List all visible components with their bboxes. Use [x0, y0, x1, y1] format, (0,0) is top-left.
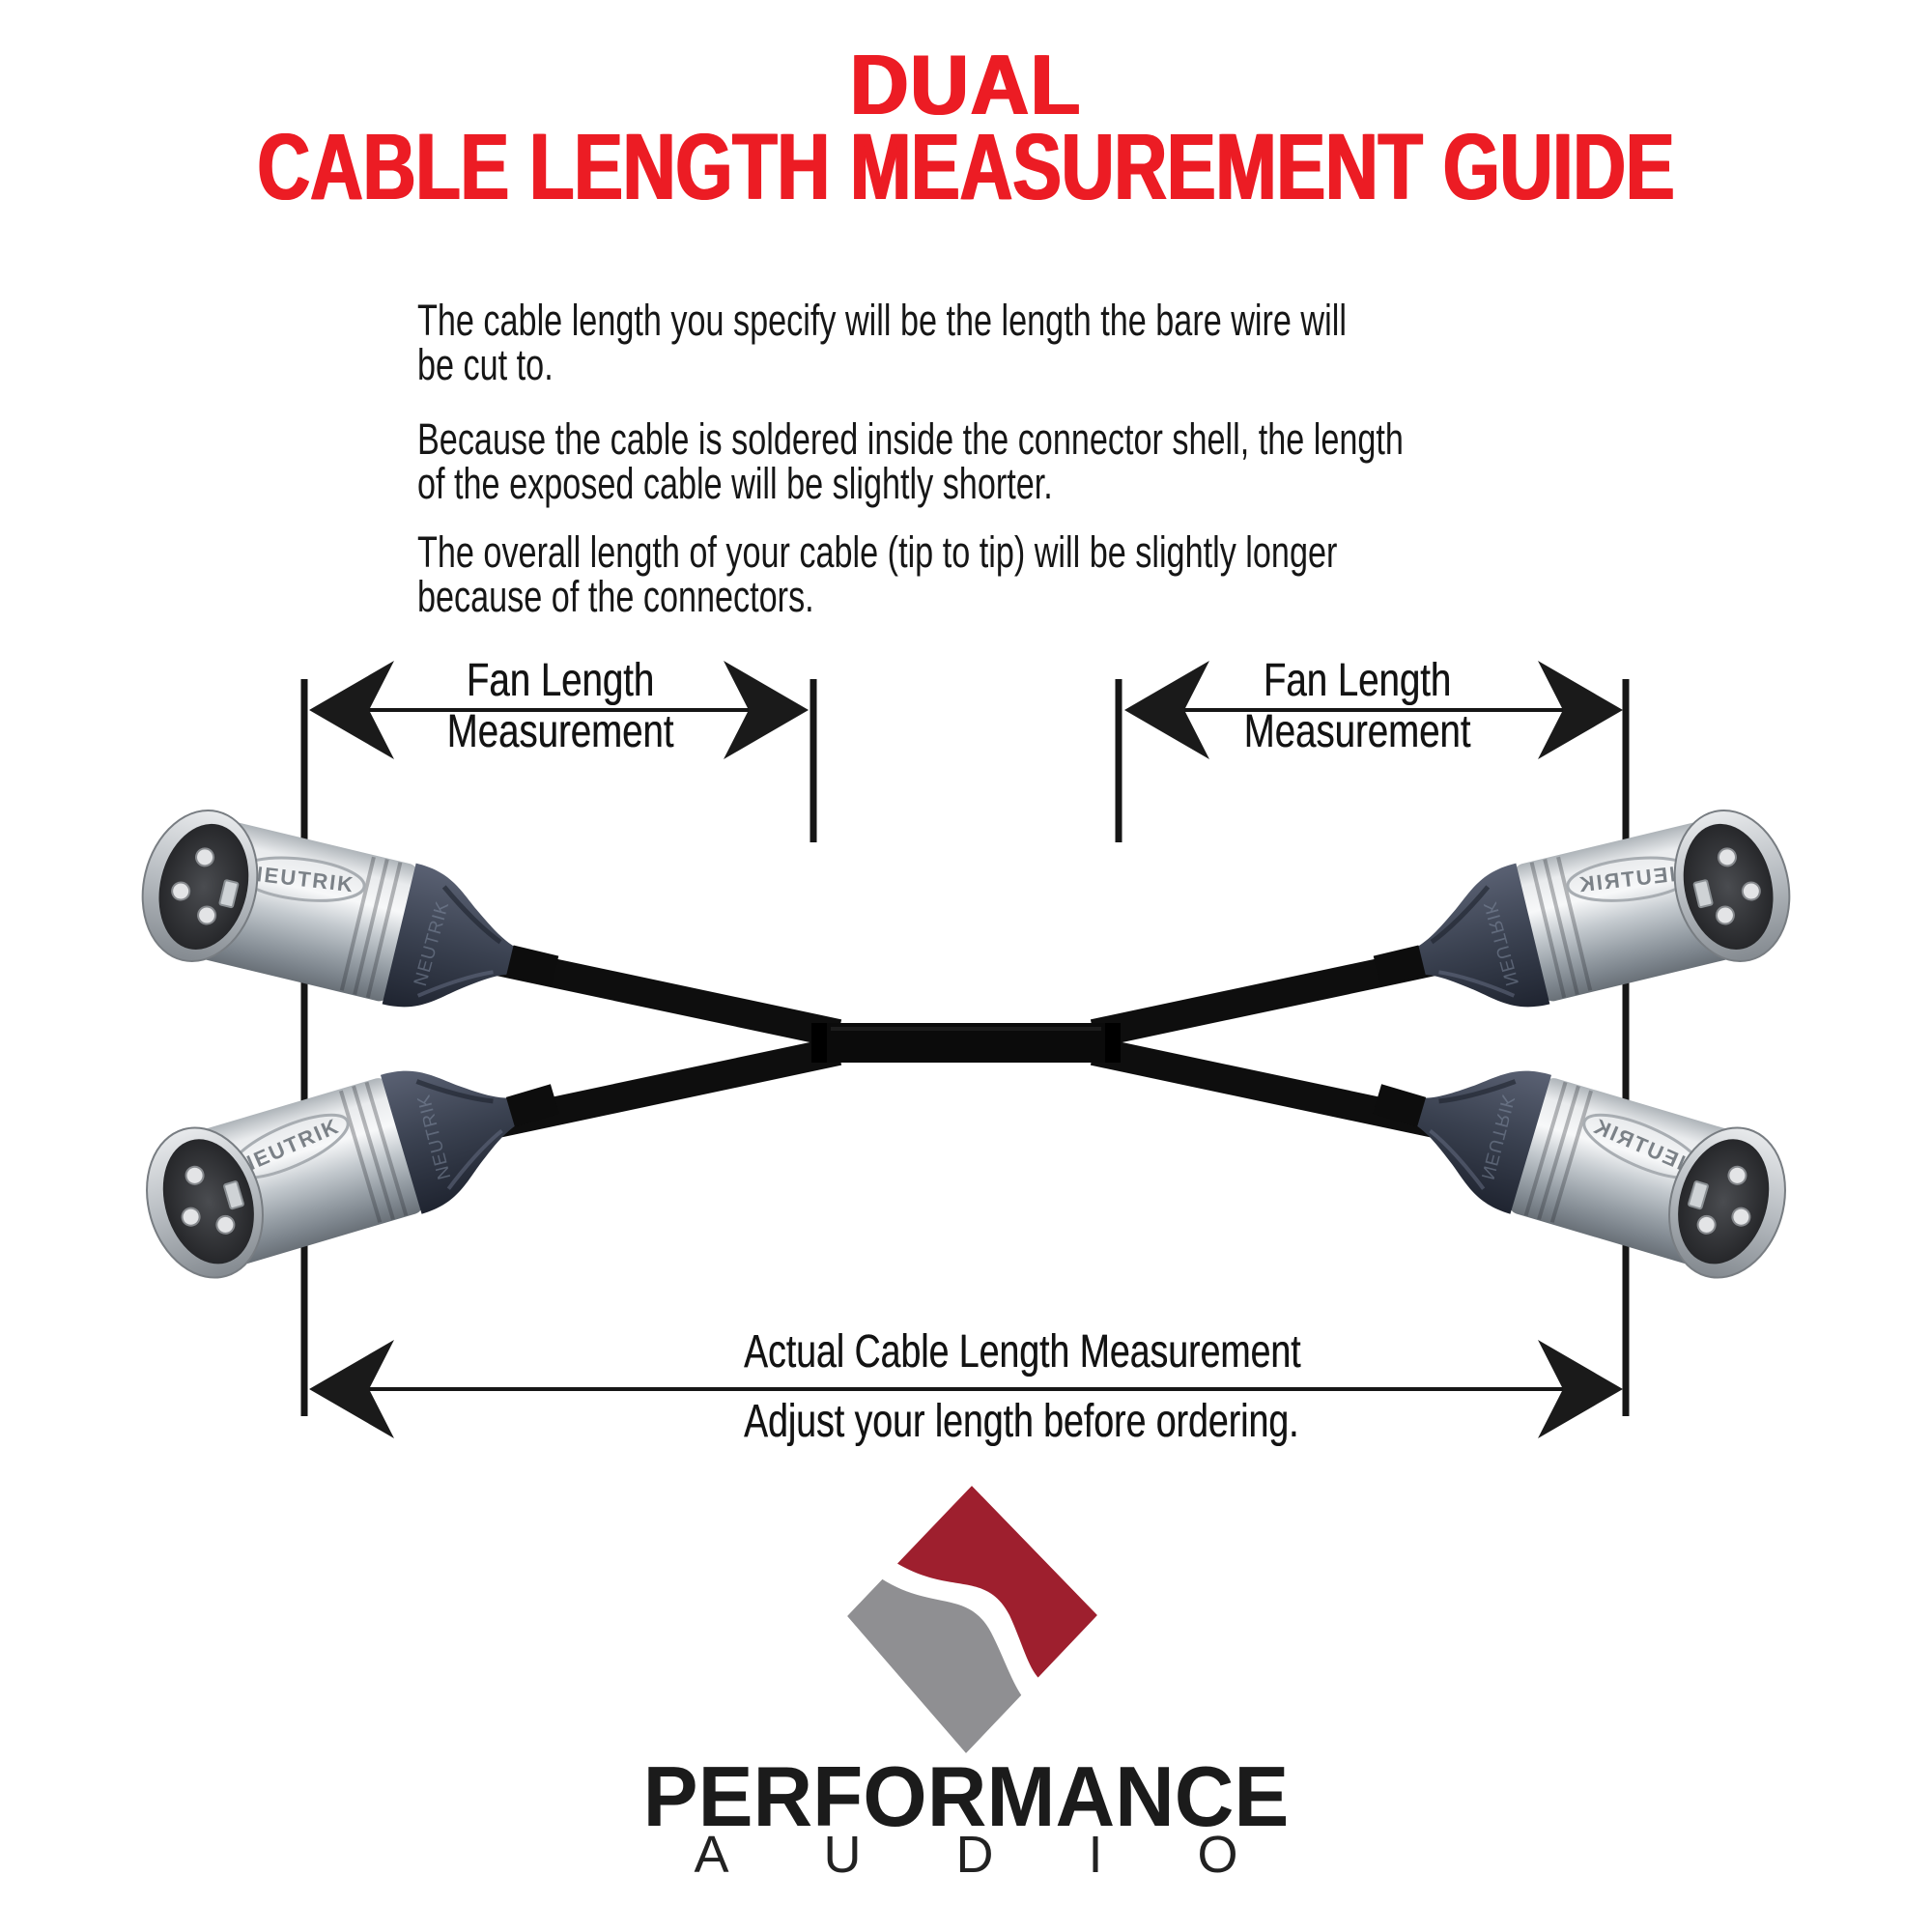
- fan-right-arrowhead-right: [1538, 661, 1623, 759]
- paragraph-line: Because the cable is soldered inside the…: [417, 414, 1404, 464]
- fan-right-label-bottom: Measurement: [1243, 706, 1471, 757]
- intro-paragraph-1: The cable length you specify will be the…: [417, 298, 1347, 387]
- intro-paragraph-3: The overall length of your cable (tip to…: [417, 530, 1337, 619]
- actual-length-label-bottom: Adjust your length before ordering.: [744, 1396, 1299, 1447]
- logo-gray-wave: [847, 1578, 1022, 1753]
- paragraph-line: be cut to.: [417, 340, 554, 389]
- intro-paragraph-2: Because the cable is soldered inside the…: [417, 417, 1404, 506]
- paragraph-line: The cable length you specify will be the…: [417, 296, 1347, 345]
- performance-audio-logo-mark: [847, 1486, 1097, 1753]
- page-title-line1: DUAL: [850, 37, 1082, 132]
- fan-left-label-top: Fan Length: [466, 655, 655, 706]
- paragraph-line: because of the connectors.: [417, 572, 814, 621]
- logo-wordmark-audio: AUDIO: [694, 1826, 1333, 1884]
- paragraph-line: The overall length of your cable (tip to…: [417, 527, 1338, 577]
- xlr-connector-bottom-left: [129, 1026, 577, 1292]
- actual-arrowhead-right: [1538, 1340, 1623, 1438]
- actual-length-label-top: Actual Cable Length Measurement: [744, 1326, 1301, 1378]
- cable-junction: [811, 1023, 1121, 1063]
- page-title-line2: CABLE LENGTH MEASUREMENT GUIDE: [257, 114, 1675, 219]
- actual-arrowhead-left: [309, 1340, 394, 1438]
- fan-right-arrowhead-left: [1124, 661, 1209, 759]
- fan-left-arrowhead-right: [724, 661, 809, 759]
- measurement-lines: [300, 679, 1630, 1416]
- fan-left-label-bottom: Measurement: [446, 706, 674, 757]
- xlr-connector-top-right: [1359, 799, 1804, 1045]
- logo-wordmark-performance: PERFORMANCE: [642, 1748, 1290, 1844]
- xlr-connector-top-left: [128, 799, 573, 1045]
- logo-red-wave: [896, 1486, 1097, 1679]
- paragraph-line: of the exposed cable will be slightly sh…: [417, 459, 1053, 508]
- arrowheads: [309, 661, 1623, 1438]
- fan-right-label-top: Fan Length: [1263, 655, 1452, 706]
- fan-left-arrowhead-left: [309, 661, 394, 759]
- xlr-connector-bottom-right: [1355, 1026, 1803, 1292]
